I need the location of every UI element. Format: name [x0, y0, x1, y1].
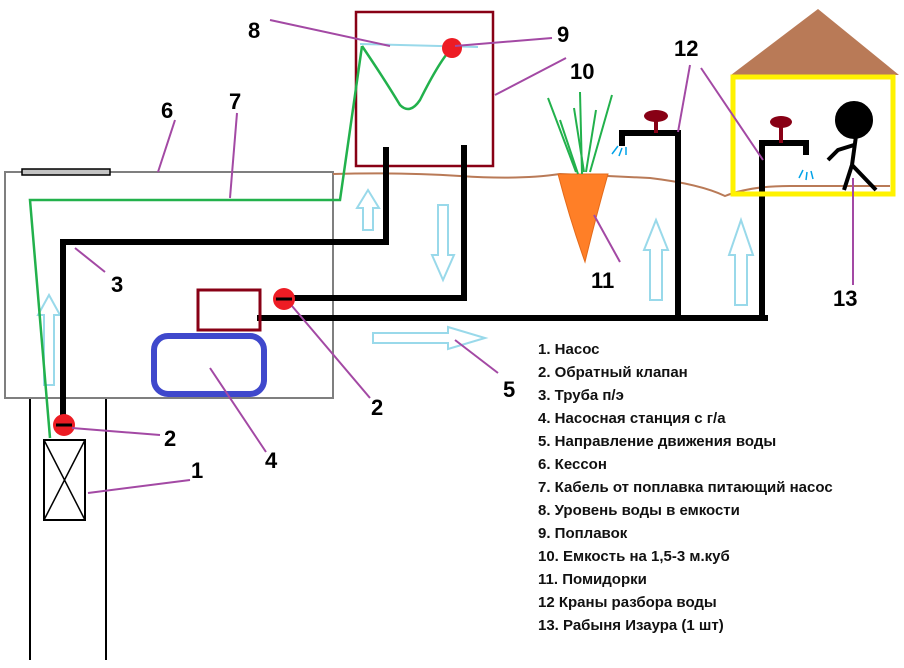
label-2-well: 2 [164, 426, 176, 451]
label-1: 1 [191, 458, 203, 483]
legend-item: 4. Насосная станция с г/а [538, 410, 726, 427]
label-3: 3 [111, 272, 123, 297]
label-2-station: 2 [371, 395, 383, 420]
legend-item: 3. Труба п/э [538, 387, 624, 404]
arrow-right [372, 325, 489, 351]
arrow-up-well [36, 292, 62, 386]
stick-figure [826, 101, 878, 192]
label-8: 8 [248, 18, 260, 43]
station-pump [196, 288, 262, 332]
legend-item: 12 Краны разбора воды [538, 594, 717, 611]
label-12: 12 [674, 36, 698, 61]
legend-item: 13. Рабыня Изаура (1 шт) [538, 617, 724, 634]
legend-item: 10. Емкость на 1,5-3 м.куб [538, 548, 730, 565]
arrow-up-tank [355, 188, 381, 231]
garden-tap [611, 110, 668, 157]
label-10: 10 [570, 59, 594, 84]
legend-item: 6. Кессон [538, 456, 607, 473]
pipe-well-to-tank [60, 147, 389, 433]
pipe-tank-to-station [281, 145, 467, 301]
arrow-up-garden [642, 217, 670, 301]
float-cable [28, 45, 364, 439]
label-6: 6 [161, 98, 173, 123]
float-cable-loop [360, 45, 453, 111]
legend-item: 7. Кабель от поплавка питающий насос [538, 479, 833, 496]
pipe-house-tap [759, 140, 809, 321]
pipes [60, 130, 809, 433]
legend-item: 11. Помидорки [538, 571, 647, 588]
legend-item: 9. Поплавок [538, 525, 628, 542]
house-roof [731, 9, 899, 75]
label-5: 5 [503, 377, 515, 402]
caisson-hatch [21, 168, 111, 176]
arrow-up-house [727, 216, 755, 306]
legend-item: 1. Насос [538, 341, 600, 358]
house-tap [770, 116, 814, 181]
float [442, 38, 462, 58]
label-9: 9 [557, 22, 569, 47]
label-4: 4 [265, 448, 278, 473]
flow-arrows [36, 188, 755, 386]
pipe-garden-tap [619, 130, 681, 321]
caisson [4, 171, 334, 399]
legend-item: 8. Уровень воды в емкости [538, 502, 740, 519]
label-13: 13 [833, 286, 857, 311]
carrot [547, 91, 613, 264]
label-7: 7 [229, 89, 241, 114]
legend: 1. Насос 2. Обратный клапан 3. Труба п/э… [538, 338, 868, 637]
legend-item: 5. Направление движения воды [538, 433, 777, 450]
station-accumulator [151, 333, 267, 397]
leader-lines [71, 19, 854, 494]
well [29, 398, 107, 660]
arrow-down-tank [430, 204, 456, 283]
pump [43, 439, 86, 521]
label-11: 11 [591, 268, 614, 293]
legend-item: 2. Обратный клапан [538, 364, 688, 381]
house-wall [730, 74, 896, 197]
